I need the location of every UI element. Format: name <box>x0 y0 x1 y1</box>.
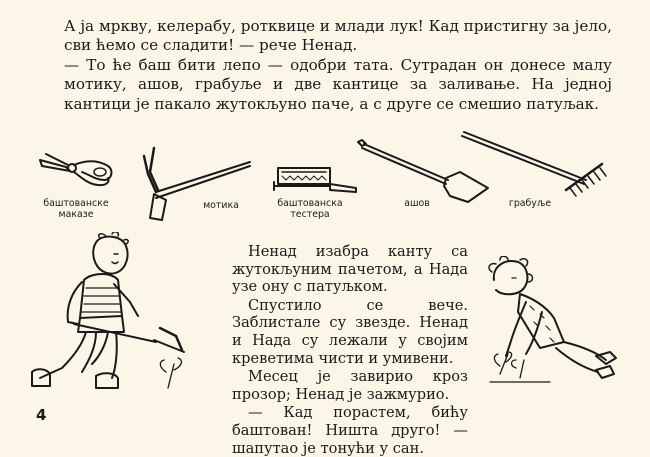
caption-hoe: мотика <box>196 200 246 211</box>
caption-shears-line-2: маказе <box>58 209 94 220</box>
caption-rake: грабуље <box>500 198 560 209</box>
caption-shears: баштованске маказе <box>26 198 126 220</box>
garden-saw-illustration <box>270 164 358 196</box>
rake-illustration <box>461 130 612 202</box>
caption-saw: баштованска тестера <box>262 198 358 220</box>
paragraph-2: — То ће баш бити лепо — одобри тата. Сут… <box>64 56 612 113</box>
book-page: А ја мркву, келерабу, ротквице и млади л… <box>0 17 650 457</box>
story-paragraph-2: Спустило се вече. Заблистале су звезде. … <box>232 296 468 367</box>
garden-shears-illustration <box>38 150 118 190</box>
tool-illustrations: баштованске маказе мотика <box>0 128 650 228</box>
story-paragraph-3: Месец је завирио кроз прозор; Ненад је з… <box>232 368 468 403</box>
story-text: Ненад изабра канту са жутокљуним пачетом… <box>232 243 468 457</box>
page-number: 4 <box>36 406 47 424</box>
paragraph-1: А ја мркву, келерабу, ротквице и млади л… <box>64 17 612 55</box>
story-paragraph-1: Ненад изабра канту са жутокљуним пачетом… <box>232 243 468 296</box>
story-paragraph-4: — Кад порастем, бићу баштован! Ништа дру… <box>232 404 468 457</box>
boy-with-hoe-illustration <box>26 231 196 396</box>
caption-saw-line-2: тестера <box>290 209 330 220</box>
caption-shears-line-1: баштованске <box>43 198 109 209</box>
caption-hoe-line-1: мотика <box>203 200 239 211</box>
spade-illustration <box>356 138 492 204</box>
caption-spade: ашов <box>392 198 442 209</box>
caption-rake-line-1: грабуље <box>508 198 552 209</box>
hoe-illustration <box>138 142 254 222</box>
caption-spade-line-1: ашов <box>404 198 430 209</box>
girl-planting-illustration <box>480 255 630 400</box>
caption-saw-line-1: баштованска <box>277 198 343 209</box>
